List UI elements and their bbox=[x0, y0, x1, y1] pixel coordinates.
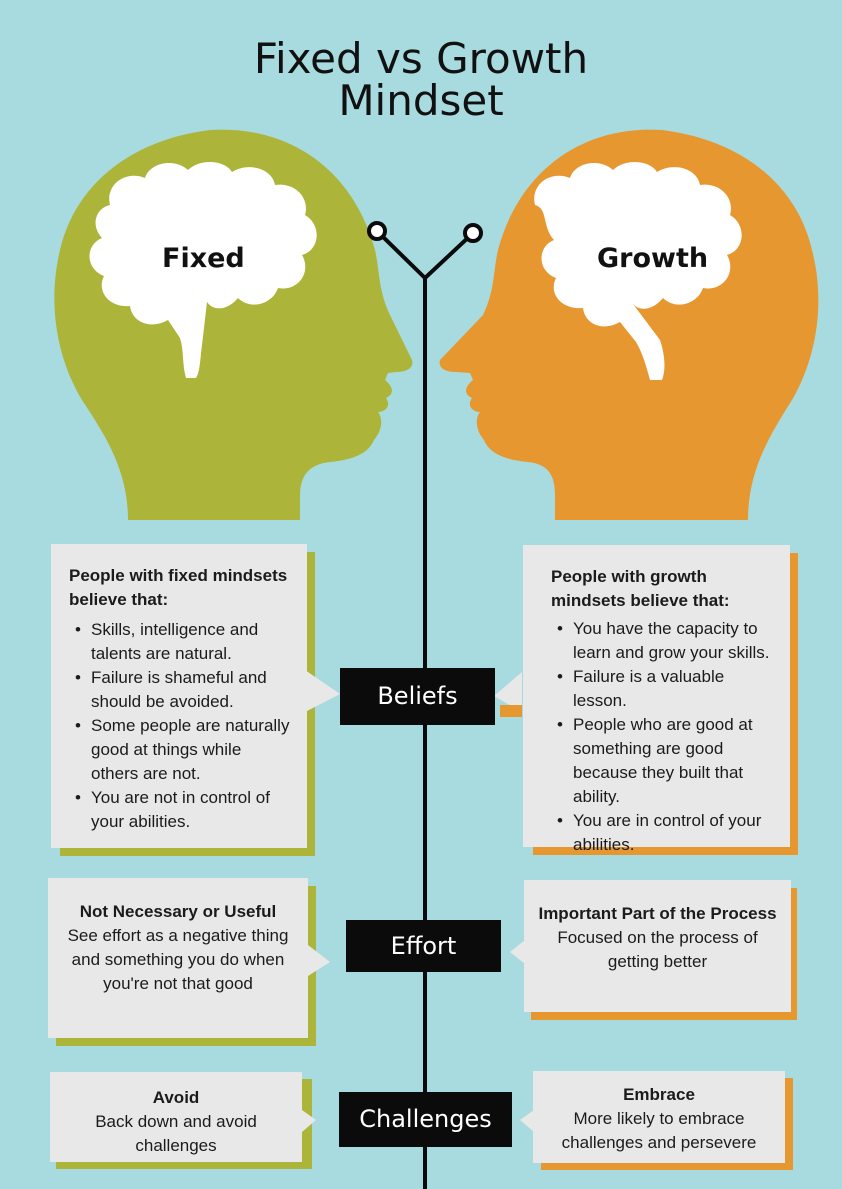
fixed-head-label: Fixed bbox=[162, 243, 245, 274]
growth-challenges-pointer-icon bbox=[520, 1110, 534, 1132]
growth-challenges-body: More likely to embrace challenges and pe… bbox=[561, 1109, 757, 1152]
page-title: Fixed vs Growth Mindset bbox=[0, 38, 842, 122]
fixed-beliefs-title: People with fixed mindsets believe that: bbox=[69, 566, 288, 609]
title-line-1: Fixed vs Growth bbox=[253, 34, 589, 83]
growth-beliefs-pointer-icon bbox=[494, 672, 522, 712]
growth-beliefs-card: People with growth mindsets believe that… bbox=[523, 545, 790, 854]
list-item: You are in control of your abilities. bbox=[551, 809, 780, 857]
challenges-tag: Challenges bbox=[339, 1092, 512, 1147]
growth-beliefs-title: People with growth mindsets believe that… bbox=[551, 567, 730, 610]
growth-challenges-card: Embrace More likely to embrace challenge… bbox=[533, 1071, 785, 1163]
list-item: Skills, intelligence and talents are nat… bbox=[69, 618, 293, 666]
fixed-beliefs-pointer-icon bbox=[305, 670, 340, 712]
timeline-branch-left bbox=[376, 230, 427, 280]
fixed-beliefs-card: People with fixed mindsets believe that:… bbox=[51, 544, 307, 848]
fixed-brain-icon bbox=[89, 161, 317, 378]
fixed-challenges-card: Avoid Back down and avoid challenges bbox=[50, 1072, 302, 1162]
growth-challenges-title: Embrace bbox=[623, 1085, 695, 1104]
list-item: You are not in control of your abilities… bbox=[69, 786, 293, 834]
beliefs-tag: Beliefs bbox=[340, 668, 495, 725]
fixed-effort-card: Not Necessary or Useful See effort as a … bbox=[48, 878, 308, 1038]
beliefs-tag-accent bbox=[500, 705, 522, 717]
growth-effort-card: Important Part of the Process Focused on… bbox=[524, 880, 791, 1012]
growth-beliefs-list: You have the capacity to learn and grow … bbox=[551, 617, 780, 857]
fixed-effort-title: Not Necessary or Useful bbox=[79, 902, 277, 921]
growth-effort-title: Important Part of the Process bbox=[538, 904, 777, 923]
growth-brain-icon bbox=[534, 161, 742, 380]
effort-tag: Effort bbox=[346, 920, 501, 972]
list-item: People who are good at something are goo… bbox=[551, 713, 780, 809]
fixed-effort-body: See effort as a negative thing and somet… bbox=[67, 926, 289, 993]
list-item: Failure is a valuable lesson. bbox=[551, 665, 780, 713]
fixed-challenges-title: Avoid bbox=[152, 1088, 200, 1107]
fixed-challenges-body: Back down and avoid challenges bbox=[95, 1112, 257, 1155]
fixed-beliefs-list: Skills, intelligence and talents are nat… bbox=[69, 618, 293, 834]
growth-effort-body: Focused on the process of getting better bbox=[557, 928, 758, 971]
timeline-node-left-icon bbox=[367, 221, 387, 241]
growth-head-label: Growth bbox=[597, 243, 709, 274]
list-item: You have the capacity to learn and grow … bbox=[551, 617, 780, 665]
growth-effort-pointer-icon bbox=[510, 940, 525, 964]
timeline-node-right-icon bbox=[463, 223, 483, 243]
list-item: Some people are naturally good at things… bbox=[69, 714, 293, 786]
fixed-effort-pointer-icon bbox=[308, 945, 330, 976]
title-line-2: Mindset bbox=[338, 76, 504, 125]
list-item: Failure is shameful and should be avoide… bbox=[69, 666, 293, 714]
timeline-branch-right bbox=[423, 232, 474, 280]
fixed-challenges-pointer-icon bbox=[302, 1110, 316, 1132]
